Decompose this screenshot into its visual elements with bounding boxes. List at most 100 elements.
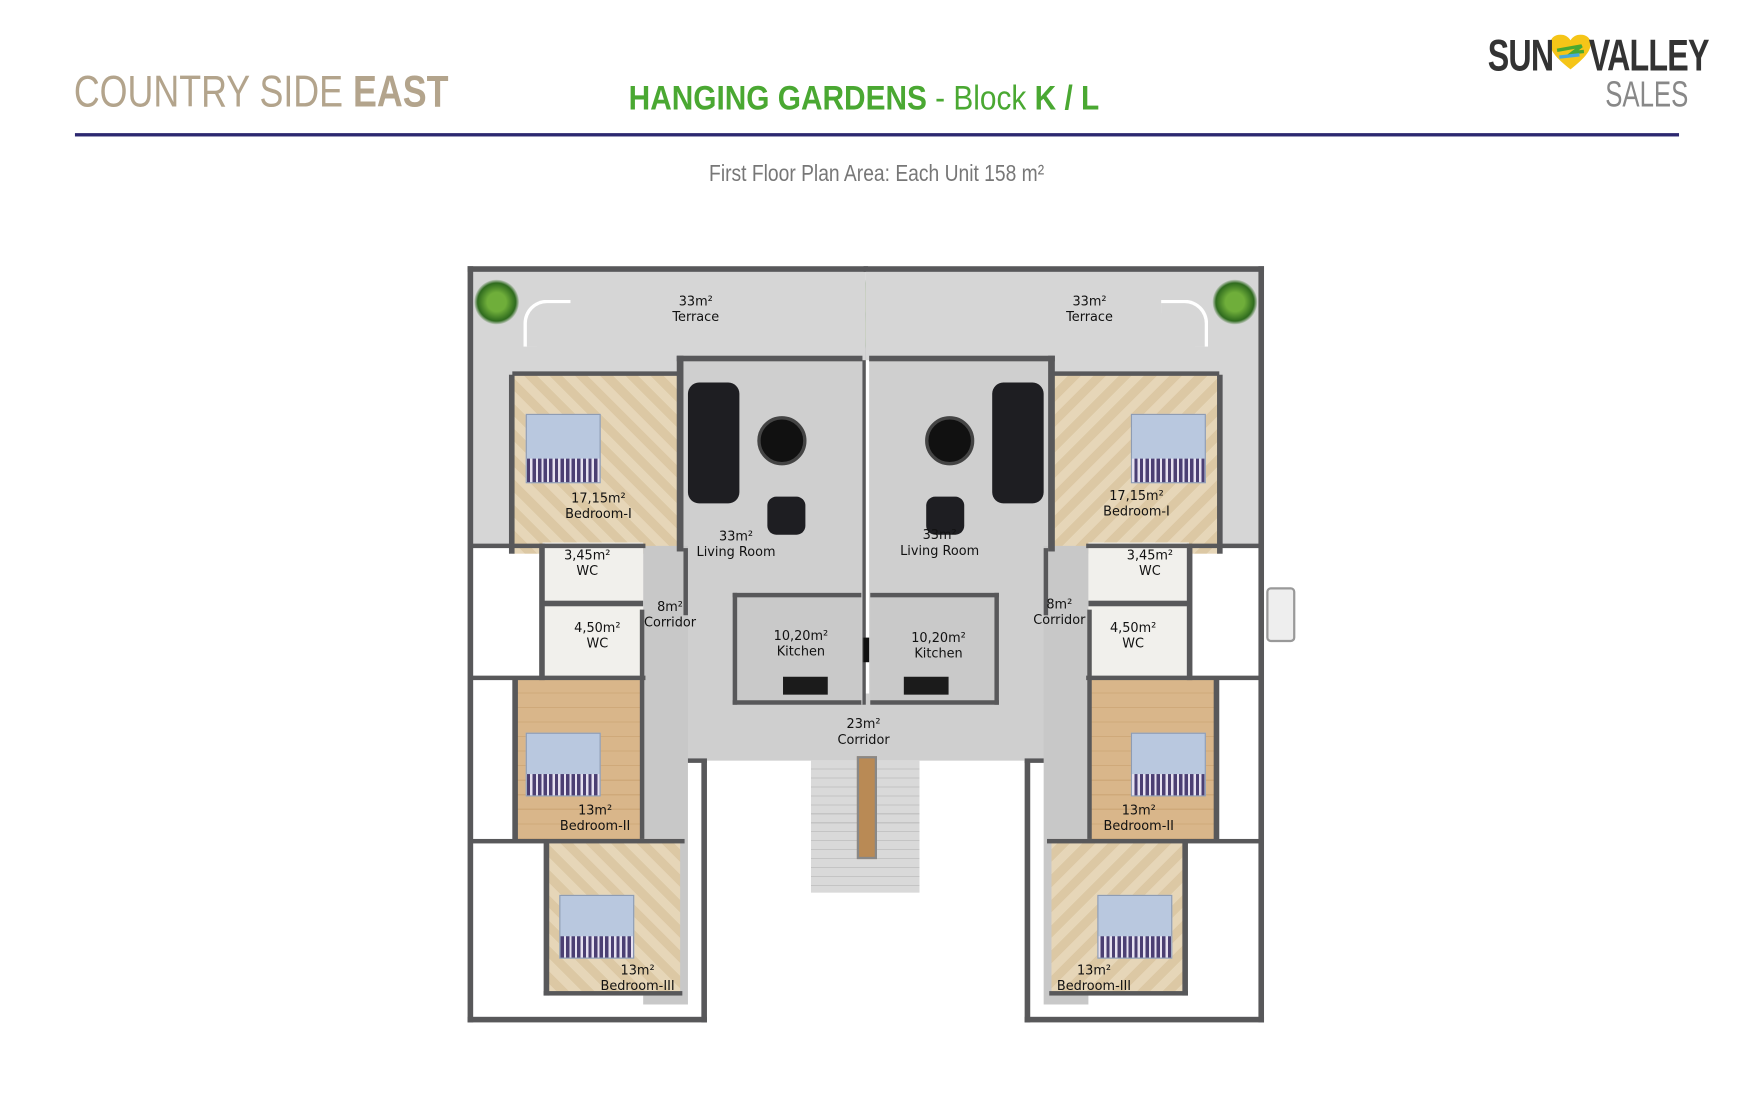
- room-area: 13m²: [1076, 961, 1112, 978]
- wall: [472, 675, 646, 681]
- wall: [639, 609, 645, 839]
- wall: [1186, 543, 1193, 681]
- room-area: 10,20m²: [911, 629, 966, 646]
- room-name: Living Room: [900, 542, 980, 559]
- room-area: 4,50m²: [1109, 619, 1157, 636]
- title-separator: -: [926, 78, 954, 118]
- room-area: 3,45m²: [564, 546, 611, 563]
- room-area: 3,45m²: [1126, 546, 1174, 563]
- room-area: 8m²: [657, 598, 683, 615]
- outer-wall: [1258, 266, 1265, 1023]
- logo-valley: VALLEY: [1588, 31, 1710, 81]
- room-name: Terrace: [672, 308, 720, 325]
- wall: [512, 678, 518, 842]
- room-area: 33m²: [719, 527, 754, 544]
- wall: [543, 841, 550, 996]
- stair-planter: [856, 756, 877, 860]
- sofa-icon: [992, 382, 1044, 504]
- sun-valley-logo: SUN VALLEY SALES: [1487, 31, 1710, 115]
- outer-wall: [863, 266, 1265, 272]
- room-area: 4,50m²: [574, 619, 621, 636]
- bed-icon: [1097, 894, 1173, 959]
- room-area: 13m²: [578, 802, 613, 818]
- heart-logo-icon: [1550, 34, 1591, 70]
- logo-sales: SALES: [1605, 73, 1689, 115]
- room-name: Kitchen: [776, 643, 826, 659]
- room-name: WC: [1139, 562, 1161, 579]
- wall: [1217, 374, 1223, 554]
- spiral-stair-icon: [523, 299, 571, 347]
- room-name: Bedroom-I: [1103, 503, 1170, 520]
- wall: [512, 371, 681, 376]
- kitchen-floor: [732, 592, 862, 705]
- room-area: 10,20m²: [773, 627, 829, 644]
- room-name: Bedroom-II: [559, 817, 631, 834]
- wall: [1048, 355, 1055, 552]
- room-area: 13m²: [1121, 802, 1156, 818]
- room-name: WC: [1122, 635, 1144, 652]
- sofa-icon: [687, 382, 740, 504]
- room-name: Corridor: [643, 614, 697, 630]
- title-block-units: K / L: [1034, 78, 1100, 118]
- room-area: 23m²: [846, 715, 881, 732]
- plan-area-subtitle: First Floor Plan Area: Each Unit 158 m²: [0, 161, 1754, 188]
- wall: [539, 543, 545, 681]
- wall: [542, 600, 644, 607]
- room-name: Bedroom-II: [1103, 817, 1174, 834]
- project-name: COUNTRY SIDE EAST: [74, 67, 449, 117]
- coffee-table-icon: [925, 416, 975, 466]
- wc-floor: [542, 542, 644, 679]
- room-name: Kitchen: [914, 645, 963, 662]
- page-title: HANGING GARDENS - Block K / L: [629, 78, 1100, 118]
- wall: [472, 543, 646, 549]
- plant-icon: [1212, 279, 1258, 325]
- wall: [472, 838, 685, 844]
- outer-wall: [701, 760, 707, 1023]
- bed-icon: [525, 413, 601, 484]
- outer-wall: [467, 266, 869, 272]
- wall: [543, 991, 683, 996]
- room-name: Bedroom-III: [600, 977, 675, 994]
- bed-icon: [559, 894, 635, 959]
- wall: [676, 355, 684, 552]
- room-name: Living Room: [696, 543, 776, 560]
- plant-icon: [474, 279, 520, 325]
- wall: [1047, 838, 1260, 844]
- wall: [683, 548, 688, 616]
- room-name: WC: [586, 635, 609, 652]
- wall: [676, 355, 863, 362]
- outer-wall: [1024, 1016, 1265, 1023]
- title-block-label: Block: [953, 78, 1027, 118]
- room-area: 17,15m²: [1109, 487, 1164, 504]
- outer-wall: [467, 266, 474, 1023]
- header-divider: [74, 133, 1680, 137]
- room-area: 13m²: [620, 961, 655, 978]
- wall: [508, 374, 515, 554]
- project-name-light: COUNTRY SIDE: [73, 67, 344, 117]
- wall: [1182, 841, 1188, 996]
- wall: [1051, 371, 1220, 376]
- room-area: 33m²: [1072, 293, 1107, 309]
- bed-icon: [525, 732, 601, 797]
- room-area: 8m²: [1046, 596, 1073, 612]
- logo-sun: SUN: [1487, 31, 1554, 81]
- spiral-stair-icon: [1161, 299, 1209, 347]
- sink-icon: [903, 676, 949, 695]
